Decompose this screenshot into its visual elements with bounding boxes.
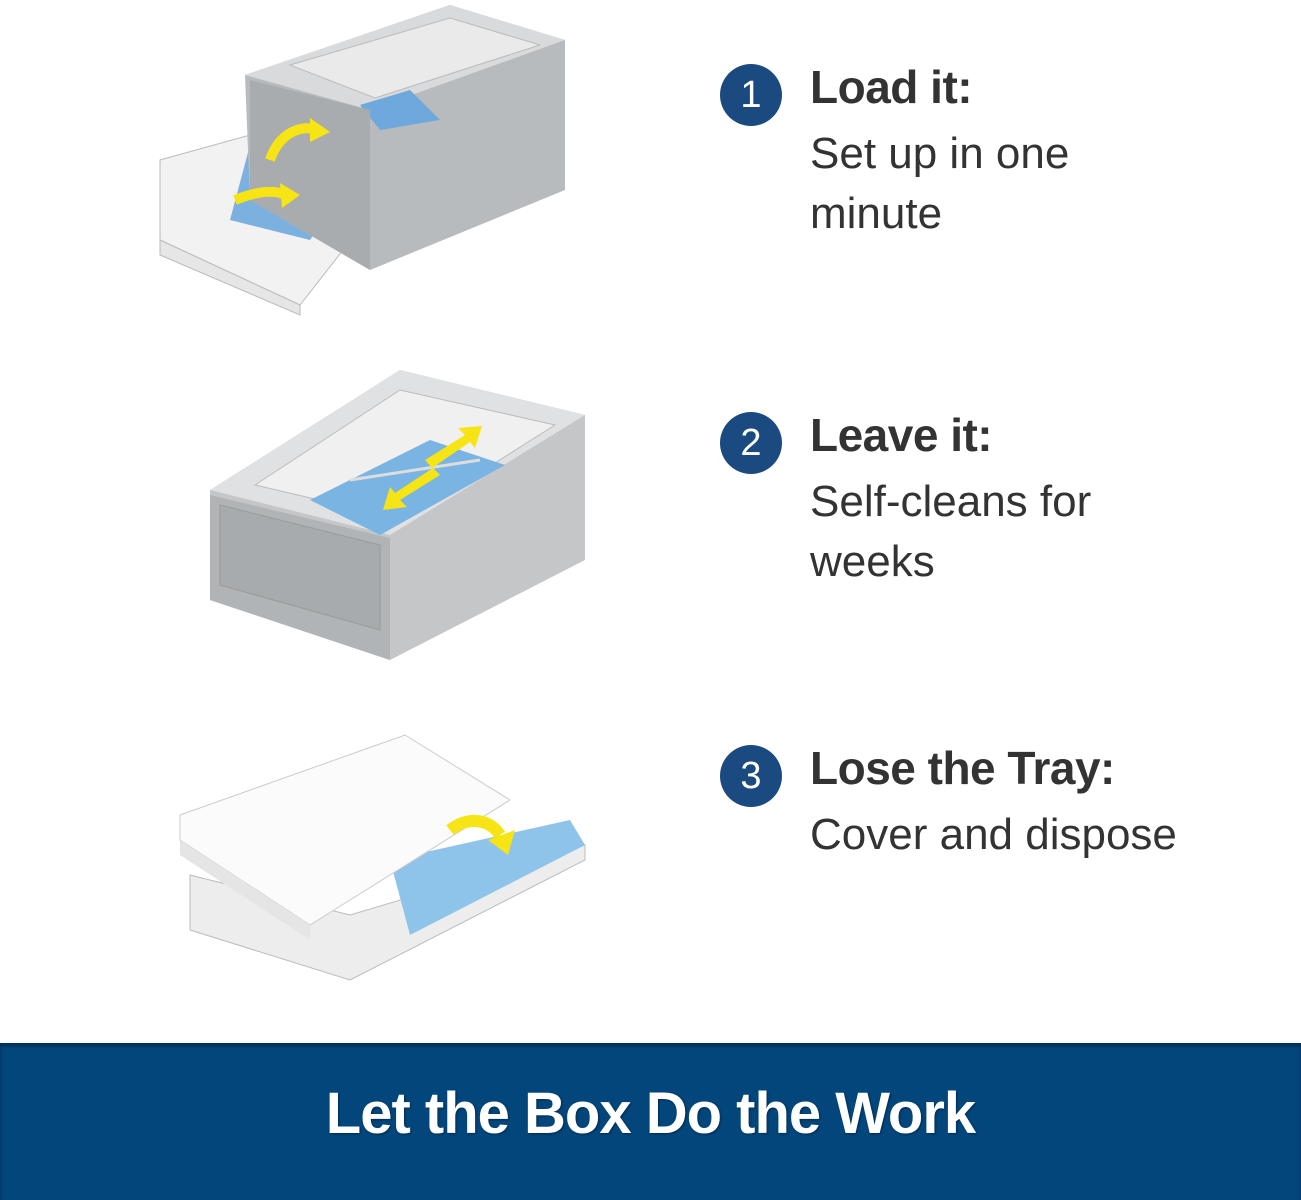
step-description: Self-cleans for weeks xyxy=(810,477,1092,586)
step-number-badge: 3 xyxy=(720,745,782,807)
footer-banner: Let the Box Do the Work xyxy=(0,1043,1301,1200)
litter-box-raking-icon xyxy=(210,370,585,660)
step-number-badge: 2 xyxy=(720,412,782,474)
disposable-tray-cover-icon xyxy=(179,734,586,981)
banner-headline: Let the Box Do the Work xyxy=(325,1081,976,1146)
step-title: Lose the Tray: xyxy=(810,742,1115,794)
step-number-badge: 1 xyxy=(720,64,782,126)
litter-box-loading-tray-icon xyxy=(159,5,565,316)
step-title: Load it: xyxy=(810,61,973,113)
step-title: Leave it: xyxy=(810,409,993,461)
step-description: Cover and dispose xyxy=(810,810,1177,859)
step-description: Set up in one minute xyxy=(810,129,1070,238)
